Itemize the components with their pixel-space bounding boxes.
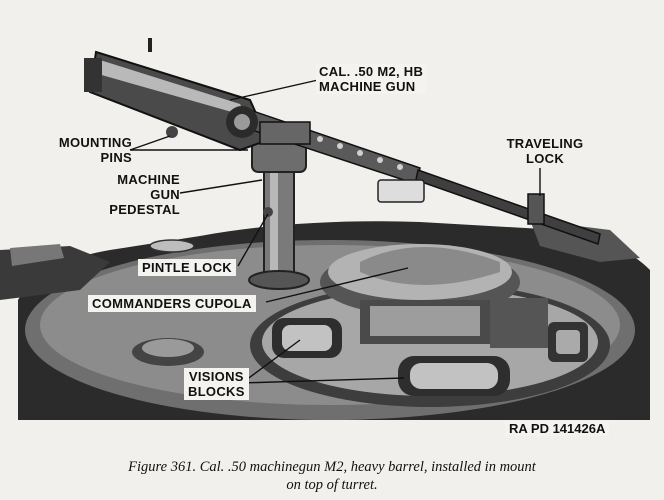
label-gun-line2: MACHINE GUN [319, 79, 416, 94]
label-visions-blocks: VISIONS BLOCKS [184, 368, 249, 400]
label-traveling-lock: TRAVELING LOCK [500, 136, 590, 166]
caption-line2: on top of turret. [286, 477, 378, 493]
label-gun-line1: CAL. .50 M2, HB [319, 64, 424, 79]
label-pedestal-line1: MACHINE [117, 172, 180, 187]
label-traveling-line2: LOCK [525, 151, 565, 166]
ra-code: RA PD 141426A [505, 421, 610, 436]
label-traveling-line1: TRAVELING [506, 136, 584, 151]
label-visions-line1: VISIONS [188, 369, 244, 384]
label-visions-line2: BLOCKS [188, 384, 245, 399]
cupola [250, 220, 640, 407]
label-pedestal-line2: GUN [150, 187, 180, 202]
label-mounting-line1: MOUNTING [58, 135, 132, 150]
machine-gun [84, 38, 601, 245]
leader-lines [129, 79, 541, 384]
label-mounting-line2: PINS [100, 150, 132, 165]
label-pintle-lock: PINTLE LOCK [138, 259, 236, 276]
label-mounting-pins: MOUNTING PINS [40, 135, 132, 165]
figure-caption: Figure 361. Cal. .50 machinegun M2, heav… [0, 458, 664, 494]
label-gun: CAL. .50 M2, HB MACHINE GUN [316, 64, 427, 94]
label-pedestal: MACHINE GUN PEDESTAL [96, 172, 180, 217]
label-pedestal-line3: PEDESTAL [109, 202, 180, 217]
label-commanders-cupola: COMMANDERS CUPOLA [88, 295, 256, 312]
caption-line1: Figure 361. Cal. .50 machinegun M2, heav… [128, 459, 536, 475]
